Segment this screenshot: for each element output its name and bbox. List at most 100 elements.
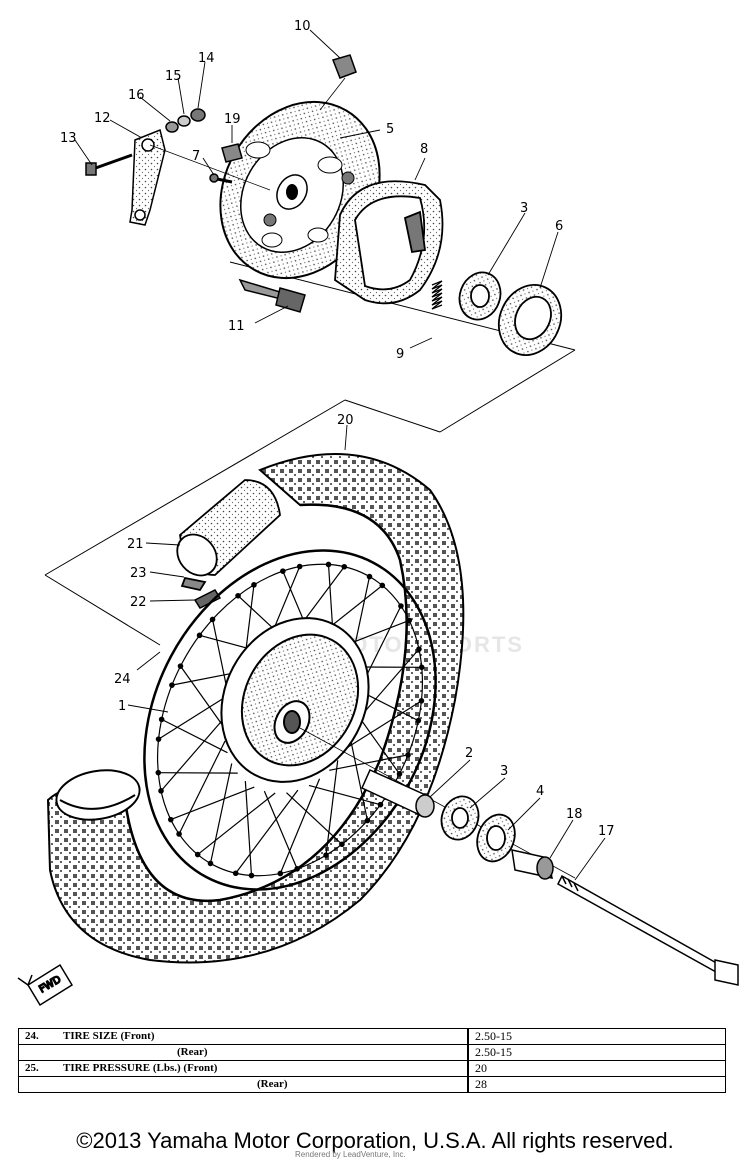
cam-lever-group (85, 108, 271, 226)
callout-24: 24 (114, 672, 131, 687)
axle-spacer (361, 769, 435, 818)
callout-16: 16 (128, 88, 145, 103)
row-number: 24. (18, 1028, 57, 1045)
fwd-arrow: FWD (17, 963, 74, 1007)
callout-23: 23 (130, 566, 147, 581)
spoke-nipple (232, 870, 239, 877)
spoke-nipple (377, 801, 384, 808)
spoke-nipple (366, 573, 373, 580)
callout-20: 20 (337, 413, 354, 428)
render-credit: Rendered by LeadVenture, Inc. (295, 1150, 406, 1159)
tire-spec-table: 24. TIRE SIZE (Front) 2.50-15 (Rear) 2.5… (18, 1028, 726, 1093)
table-row: (Rear) 2.50-15 (18, 1044, 726, 1061)
callout-18: 18 (566, 807, 583, 822)
spoke (180, 665, 226, 729)
table-row: 24. TIRE SIZE (Front) 2.50-15 (18, 1028, 726, 1045)
spoke-nipple (418, 664, 425, 671)
spoke-nipple (379, 582, 386, 589)
axle (557, 874, 739, 986)
spoke-nipple (323, 852, 329, 858)
wheel-rim (143, 549, 437, 891)
callout-3-upper: 3 (520, 201, 528, 216)
copyright-notice: ©2013 Yamaha Motor Corporation, U.S.A. A… (76, 1128, 674, 1153)
callout-7: 7 (192, 149, 200, 164)
callouts: 10 14 15 16 12 13 19 5 7 8 3 6 11 9 20 2… (60, 19, 615, 839)
spoke-nipple (176, 831, 182, 837)
spoke-nipple (325, 561, 332, 568)
spoke-nipple (194, 851, 201, 858)
bearing-lower (440, 795, 480, 841)
spoke (344, 700, 422, 750)
spoke-nipple (406, 617, 413, 624)
spoke (170, 786, 255, 821)
tire-valve (193, 589, 222, 609)
brake-shoes (334, 180, 444, 305)
spoke-nipple (341, 563, 348, 570)
axle-center-line (299, 727, 576, 879)
axle-collar (511, 849, 554, 880)
callout-4: 4 (536, 784, 544, 799)
table-row: (Rear) 28 (18, 1076, 726, 1093)
spoke (286, 792, 343, 845)
row-label: TIRE SIZE (Front) (57, 1028, 469, 1045)
spoke (325, 760, 339, 856)
callout-6: 6 (555, 219, 563, 234)
brake-spring (431, 280, 443, 310)
spoke-nipple (418, 698, 425, 704)
spoke-nipple (416, 646, 422, 652)
tire-tube (176, 479, 281, 592)
grease-cap (319, 54, 357, 111)
spoke-nipple (169, 682, 175, 688)
spoke (197, 792, 276, 856)
spoke-nipple (280, 568, 286, 574)
tire (46, 453, 465, 964)
spoke-nipple (177, 663, 184, 669)
callout-11: 11 (228, 319, 245, 334)
row-value: 28 (467, 1076, 726, 1093)
row-label: (Rear) (57, 1076, 469, 1093)
bearing-upper (458, 271, 502, 321)
spoke-nipple (277, 870, 284, 877)
oil-seal (497, 284, 563, 356)
spoke-nipple (158, 716, 165, 723)
spoke (279, 778, 321, 874)
exploded-wheel-diagram: FWD 10 14 15 16 12 13 19 (17, 19, 739, 1007)
callout-5: 5 (386, 122, 394, 137)
spoke-nipple (398, 603, 404, 609)
spoke-nipple (251, 582, 257, 588)
callout-8: 8 (420, 142, 428, 157)
callout-15: 15 (165, 69, 182, 84)
wheel-hub (220, 617, 370, 783)
spoke-nipple (209, 616, 216, 623)
callout-19: 19 (224, 112, 241, 127)
spoke (329, 754, 409, 771)
row-value: 2.50-15 (467, 1028, 726, 1045)
brake-assembly-outline (44, 261, 576, 646)
spoke (308, 784, 381, 806)
row-value: 20 (467, 1060, 726, 1077)
tire-cutaway (55, 769, 141, 821)
callout-9: 9 (396, 347, 404, 362)
spoke (235, 789, 299, 874)
spoke-nipple (396, 771, 403, 777)
table-row: 25. TIRE PRESSURE (Lbs.) (Front) 20 (18, 1060, 726, 1077)
row-value: 2.50-15 (467, 1044, 726, 1061)
callout-22: 22 (130, 595, 147, 610)
callout-10: 10 (294, 19, 311, 34)
spoke (161, 718, 228, 754)
spoke-nipple (158, 788, 164, 794)
row-label: TIRE PRESSURE (Lbs.) (Front) (57, 1060, 469, 1077)
spoke-nipple (196, 632, 203, 639)
wheel-seal (476, 813, 516, 863)
row-number: 25. (18, 1060, 57, 1077)
row-number (18, 1076, 57, 1093)
callout-1: 1 (118, 699, 126, 714)
spoke-nipple (296, 563, 303, 570)
spoke (178, 740, 226, 835)
spoke (160, 715, 227, 792)
callout-12: 12 (94, 111, 111, 126)
spoke (263, 790, 298, 870)
row-label: (Rear) (57, 1044, 469, 1061)
spoke-nipple (235, 592, 241, 599)
spoke-nipple (405, 752, 411, 758)
